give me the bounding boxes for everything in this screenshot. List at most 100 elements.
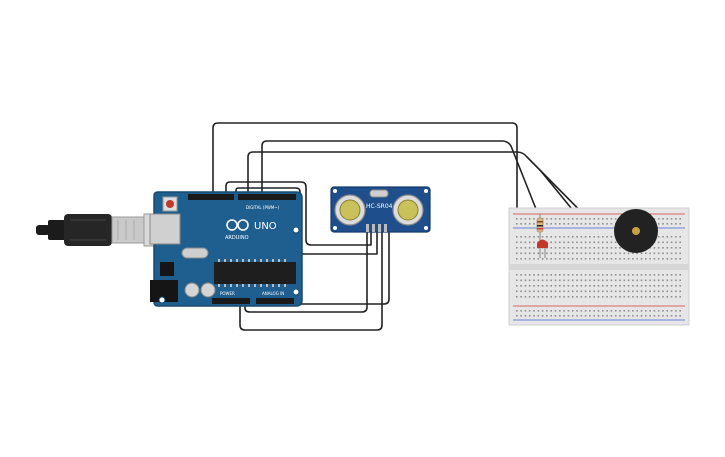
breadboard-hole xyxy=(597,247,600,249)
breadboard-hole xyxy=(580,290,583,293)
breadboard-hole xyxy=(533,223,535,225)
breadboard-hole xyxy=(657,218,660,220)
breadboard-hole xyxy=(640,279,643,282)
breadboard-hole xyxy=(537,285,540,287)
breadboard-hole xyxy=(576,285,578,287)
breadboard-hole xyxy=(619,274,621,276)
breadboard-hole xyxy=(670,247,673,249)
breadboard-hole xyxy=(584,241,587,244)
breadboard-hole xyxy=(675,241,677,244)
breadboard-hole xyxy=(670,252,673,255)
breadboard-hole xyxy=(666,241,669,244)
breadboard-hole xyxy=(610,279,613,282)
breadboard-hole xyxy=(593,241,595,244)
breadboard-hole xyxy=(675,247,677,249)
breadboard-hole xyxy=(610,218,613,220)
breadboard-hole xyxy=(679,247,681,249)
piezo-buzzer[interactable] xyxy=(614,209,658,253)
breadboard-hole xyxy=(559,218,561,220)
breadboard[interactable] xyxy=(508,207,690,326)
breadboard-hole xyxy=(606,310,608,312)
breadboard-hole xyxy=(550,241,552,244)
breadboard-hole xyxy=(520,223,522,225)
breadboard-hole xyxy=(675,279,677,282)
breadboard-hole xyxy=(516,315,518,317)
breadboard-hole xyxy=(627,290,630,293)
breadboard-hole xyxy=(657,241,660,244)
breadboard-hole xyxy=(627,285,630,287)
breadboard-hole xyxy=(645,279,647,282)
breadboard-hole xyxy=(589,252,591,255)
wire-header-sensor-1[interactable] xyxy=(225,181,372,246)
breadboard-hole xyxy=(679,310,681,312)
breadboard-hole xyxy=(679,252,681,255)
breadboard-hole xyxy=(679,236,681,238)
breadboard-hole xyxy=(623,279,626,282)
atmega-chip xyxy=(214,262,296,284)
breadboard-hole xyxy=(657,290,660,293)
breadboard-hole xyxy=(662,290,664,293)
breadboard-hole xyxy=(541,296,544,298)
breadboard-hole xyxy=(520,285,522,287)
breadboard-hole xyxy=(550,290,552,293)
breadboard-hole xyxy=(554,252,557,255)
breadboard-hole xyxy=(619,290,621,293)
breadboard-hole xyxy=(640,290,643,293)
breadboard-hole xyxy=(554,285,557,287)
breadboard-hole xyxy=(524,247,527,249)
breadboard-hole xyxy=(657,223,660,225)
breadboard-hole xyxy=(541,236,544,238)
breadboard-hole xyxy=(576,236,578,238)
breadboard-hole xyxy=(528,241,531,244)
breadboard-hole xyxy=(597,218,600,220)
wire-bottom-1[interactable] xyxy=(239,232,383,331)
breadboard-hole xyxy=(580,218,583,220)
wire-top-second[interactable] xyxy=(261,140,539,215)
wire-bottom-2[interactable] xyxy=(244,232,368,313)
breadboard-hole xyxy=(610,290,613,293)
resistor[interactable] xyxy=(536,214,544,240)
breadboard-hole xyxy=(571,223,574,225)
breadboard-hole xyxy=(662,252,664,255)
breadboard-hole xyxy=(597,223,600,225)
breadboard-hole xyxy=(584,258,587,260)
breadboard-hole xyxy=(571,247,574,249)
breadboard-hole xyxy=(653,296,656,298)
arduino-uno-board[interactable]: ARDUINO UNO DIGITAL (PWM~) POWER ANALOG … xyxy=(149,191,303,307)
breadboard-hole xyxy=(528,274,531,276)
breadboard-hole xyxy=(559,241,561,244)
breadboard-hole xyxy=(550,315,552,317)
breadboard-hole xyxy=(619,247,621,249)
breadboard-hole xyxy=(623,285,626,287)
breadboard-hole xyxy=(606,223,608,225)
transducer-right xyxy=(392,194,424,226)
breadboard-hole xyxy=(567,247,570,249)
breadboard-hole xyxy=(546,274,548,276)
breadboard-hole xyxy=(597,310,600,312)
breadboard-hole xyxy=(679,223,681,225)
breadboard-hole xyxy=(589,279,591,282)
breadboard-hole xyxy=(636,290,638,293)
breadboard-hole xyxy=(679,279,681,282)
breadboard-hole xyxy=(541,290,544,293)
breadboard-hole xyxy=(640,258,643,260)
ultrasonic-sensor[interactable]: HC-SR04 xyxy=(330,186,431,233)
breadboard-hole xyxy=(537,252,540,255)
breadboard-hole xyxy=(576,258,578,260)
breadboard-hole xyxy=(679,241,681,244)
breadboard-hole xyxy=(563,236,565,238)
breadboard-hole xyxy=(528,290,531,293)
breadboard-hole xyxy=(657,258,660,260)
breadboard-hole xyxy=(670,290,673,293)
breadboard-hole xyxy=(537,279,540,282)
breadboard-hole xyxy=(516,218,518,220)
led[interactable] xyxy=(537,239,548,259)
breadboard-hole xyxy=(632,296,634,298)
breadboard-hole xyxy=(528,315,531,317)
wire-top-third[interactable] xyxy=(247,151,628,259)
arduino-brand: ARDUINO xyxy=(225,235,249,241)
wire-top-outer[interactable] xyxy=(212,122,518,214)
breadboard-hole xyxy=(666,296,669,298)
breadboard-hole xyxy=(675,290,677,293)
